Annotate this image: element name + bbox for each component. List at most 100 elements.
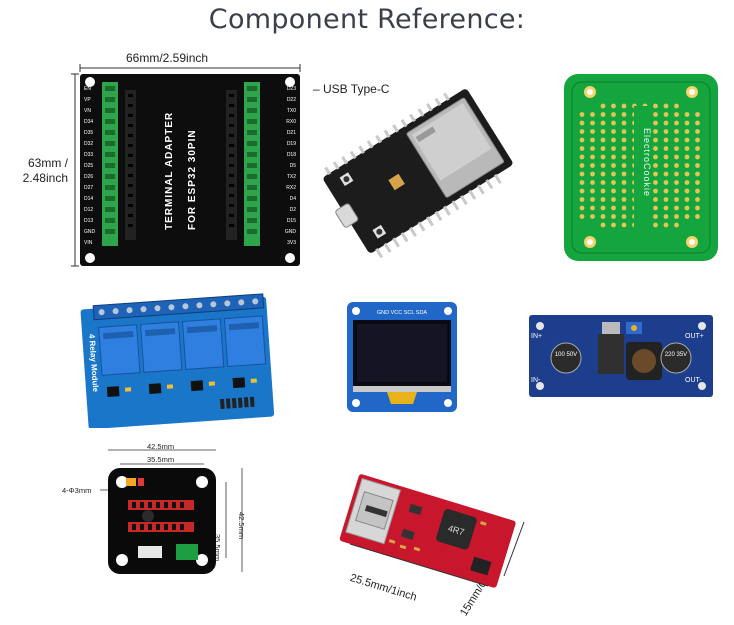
adapter-left-pin-label: D12 [84, 207, 93, 213]
protoboard-hole [674, 129, 679, 134]
protoboard-hole [579, 197, 585, 202]
adapter-left-pin-label: VP [84, 97, 91, 103]
protoboard-hole [600, 214, 606, 219]
protoboard-silk-text: ElectroCookie [642, 128, 652, 197]
protoboard-hole [663, 129, 669, 134]
protoboard-hole [600, 137, 606, 143]
protoboard-hole [684, 205, 690, 211]
protoboard-hole [663, 103, 669, 109]
protoboard-hole [600, 222, 606, 228]
protoboard-hole [653, 205, 658, 211]
esp32-devkit-board [323, 89, 513, 259]
protoboard-hole [611, 129, 616, 134]
protoboard-hole [579, 129, 585, 134]
protoboard-hole [653, 129, 658, 134]
protoboard-hole [653, 103, 658, 109]
adapter-left-pin-label: EN [84, 86, 91, 92]
protoboard-hole [611, 146, 616, 151]
terminal-adapter-board: TERMINAL ADAPTER FOR ESP32 30PIN ENVPVND… [71, 64, 301, 267]
adapter-right-pin-label: D2 [290, 207, 297, 213]
protoboard-hole [653, 180, 658, 185]
protoboard-hole [590, 197, 595, 202]
protoboard-hole [590, 146, 595, 151]
protoboard-hole [674, 103, 679, 109]
protoboard-hole [663, 146, 669, 151]
adapter-height-label-1: 63mm / [27, 156, 68, 170]
protoboard-hole [611, 197, 616, 202]
protoboard-hole [695, 129, 700, 134]
protoboard-hole [684, 197, 690, 202]
protoboard-hole [663, 214, 669, 219]
protoboard-hole [695, 197, 700, 202]
protoboard-hole [600, 163, 606, 168]
protoboard-hole [590, 129, 595, 134]
buck-converter-board: IN+ IN- OUT+ OUT- 100 50V 220 35V [529, 315, 713, 397]
adapter-left-pin-label: D35 [84, 130, 93, 136]
protoboard-hole [579, 214, 585, 219]
protoboard-hole [611, 103, 616, 109]
protoboard-hole [663, 112, 669, 117]
protoboard-hole [663, 120, 669, 126]
protoboard-hole [590, 180, 595, 185]
protoboard-hole [674, 197, 679, 202]
protoboard-hole [590, 112, 595, 117]
protoboard-hole [674, 112, 679, 117]
adapter-right-pin-label: TX2 [287, 174, 296, 180]
protoboard-hole [611, 188, 616, 194]
protoboard-hole [684, 146, 690, 151]
protoboard-hole [579, 205, 585, 211]
protoboard-hole [600, 120, 606, 126]
protoboard-hole [590, 188, 595, 194]
protoboard-hole [621, 129, 627, 134]
adapter-right-pin-label: RX0 [286, 119, 296, 125]
protoboard-hole [579, 188, 585, 194]
adapter-right-pin-label: D23 [287, 86, 296, 92]
adapter-width-label: 66mm/2.59inch [126, 51, 209, 65]
protoboard-hole [684, 112, 690, 117]
protoboard-hole [684, 137, 690, 143]
protoboard-hole [674, 222, 679, 228]
adapter-right-pin-label: 3V3 [287, 240, 296, 246]
protoboard-hole [684, 188, 690, 194]
protoboard-hole [695, 205, 700, 211]
usb-type-c-label: – USB Type-C [313, 82, 390, 96]
protoboard-hole [621, 205, 627, 211]
protoboard-hole [663, 171, 669, 177]
protoboard-hole [674, 188, 679, 194]
adapter-left-pin-label: D32 [84, 141, 93, 147]
protoboard-hole [674, 146, 679, 151]
relay-silk-text: 4 Relay Module [87, 334, 100, 393]
electrocookie-protoboard: ElectroCookie [564, 74, 718, 261]
protoboard-hole [611, 205, 616, 211]
protoboard-hole [590, 214, 595, 219]
usb-step-down-converter: 4R7 [339, 474, 525, 588]
protoboard-hole [611, 137, 616, 143]
protoboard-hole [621, 120, 627, 126]
protoboard-hole [663, 222, 669, 228]
protoboard-hole [621, 222, 627, 228]
adapter-height-label-2: 2.48inch [22, 171, 68, 185]
protoboard-hole [674, 163, 679, 168]
protoboard-hole [653, 137, 658, 143]
protoboard-hole [621, 154, 627, 160]
oled-pin-label: GND VCC SCL SDA [377, 310, 428, 316]
protoboard-hole [663, 188, 669, 194]
protoboard-hole [621, 146, 627, 151]
adapter-right-pin-label: RX2 [286, 185, 296, 191]
protoboard-hole [653, 197, 658, 202]
adapter-left-pin-label: D13 [84, 218, 93, 224]
buck-out-plus: OUT+ [685, 333, 704, 340]
protoboard-hole [663, 154, 669, 160]
protoboard-hole [695, 137, 700, 143]
protoboard-hole [621, 197, 627, 202]
protoboard-hole [590, 154, 595, 160]
buck-out-minus: OUT- [685, 377, 702, 384]
protoboard-hole [663, 205, 669, 211]
buck-cap-left: 100 50V [555, 352, 577, 358]
buck-cap-right: 220 35V [665, 352, 687, 358]
protoboard-hole [611, 154, 616, 160]
protoboard-hole [684, 129, 690, 134]
protoboard-hole [621, 103, 627, 109]
protoboard-hole [621, 163, 627, 168]
protoboard-hole [621, 188, 627, 194]
